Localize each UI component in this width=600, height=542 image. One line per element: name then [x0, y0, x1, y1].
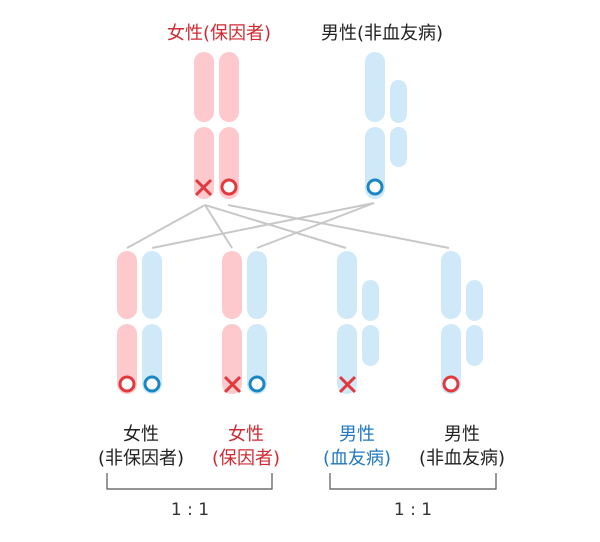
child2-chromosomes [222, 251, 267, 394]
father-y-lower [390, 127, 407, 167]
child3-mutant-x-icon [338, 375, 357, 394]
male-bracket [329, 473, 497, 490]
line-father-to-child1 [151, 202, 375, 249]
mother-x2-upper [219, 52, 239, 122]
inheritance-lines [126, 202, 450, 249]
parent-male-label: 男性(非血友病) [320, 23, 444, 44]
ratio-brackets [106, 473, 497, 490]
father-x-upper [365, 52, 385, 122]
male-ratio: 1 : 1 [393, 500, 433, 520]
child1-normal-x-icon [118, 375, 136, 393]
child2-mutant-x-icon [223, 375, 242, 394]
female-bracket [106, 473, 273, 490]
child2-normal-x-icon [248, 375, 266, 393]
line-father-to-child2 [256, 202, 375, 249]
line-mother-to-child3 [204, 204, 347, 249]
child1-label: 女性(非保因者) [97, 424, 185, 469]
female-ratio: 1 : 1 [170, 500, 210, 520]
child1-chromosomes [117, 251, 162, 394]
mutant-x-icon [194, 178, 213, 197]
parent-female-label: 女性(保因者) [166, 23, 272, 44]
mother-x1-upper [194, 52, 214, 122]
child4-label: 男性(非血友病) [418, 424, 506, 469]
child1-normal-x-icon-2 [143, 375, 161, 393]
child4-normal-x-icon [442, 375, 460, 393]
child2-label: 女性(保因者) [211, 424, 281, 469]
line-mother-to-child4 [227, 204, 450, 249]
normal-x-icon [220, 178, 238, 196]
line-mother-to-child2 [204, 204, 233, 249]
line-mother-to-child1 [126, 204, 206, 249]
father-normal-x-icon [366, 178, 384, 196]
child3-chromosomes [337, 251, 379, 394]
father-y-upper [390, 80, 407, 123]
father-chromosomes [365, 52, 407, 199]
mother-chromosomes [194, 52, 239, 199]
child3-label: 男性(血友病) [322, 424, 392, 469]
child4-chromosomes [441, 251, 483, 394]
